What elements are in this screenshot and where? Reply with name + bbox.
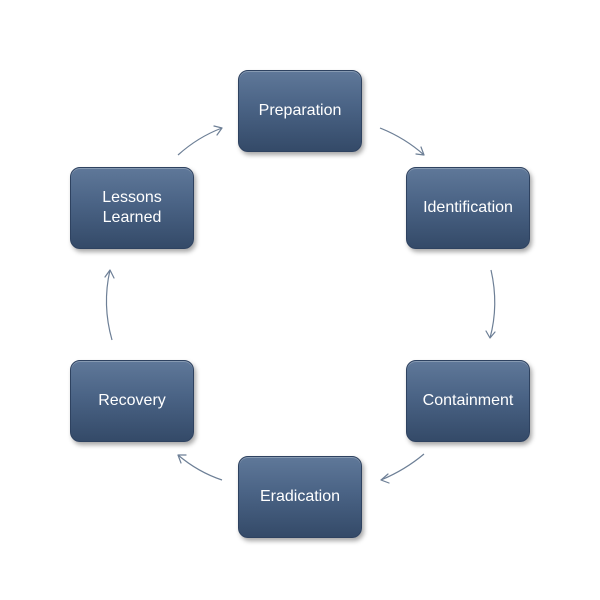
step-containment-label: Containment [422,392,514,409]
step-preparation: Preparation [238,70,362,152]
arrow-containment-to-eradication [380,453,425,484]
step-containment: Containment [406,360,530,442]
arrow-recovery-to-lessons-learned [104,269,115,341]
step-recovery: Recovery [70,360,194,442]
step-eradication: Eradication [238,456,362,538]
step-recovery-label: Recovery [98,392,166,409]
step-eradication-label: Eradication [259,488,341,505]
step-lessons-learned: Lessons Learned [70,167,194,249]
arrow-eradication-to-recovery [177,454,223,481]
arrow-preparation-to-identification [379,127,425,156]
arrow-identification-to-containment [485,269,496,339]
arrow-lessons-learned-to-preparation [177,125,223,156]
step-identification-label: Identification [423,199,513,216]
step-lessons-learned-label: Lessons Learned [102,189,162,226]
step-preparation-label: Preparation [258,102,342,119]
step-identification: Identification [406,167,530,249]
